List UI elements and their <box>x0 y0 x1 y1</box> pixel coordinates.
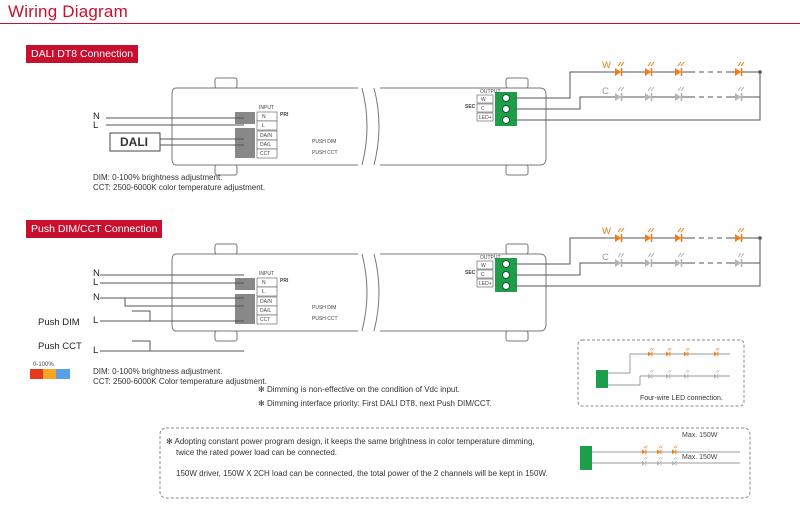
dali-pri-dal: DA/L <box>260 142 272 148</box>
power-note-line1: ✻ Adopting constant power program design… <box>166 437 535 446</box>
dali-box <box>109 132 161 152</box>
push-sec-label: SEC <box>465 270 476 276</box>
push-input-n: N <box>93 268 100 279</box>
dali-pri-label: PRI <box>280 112 289 118</box>
push-cct-label: Push CCT <box>38 341 82 352</box>
power-note-line1-text: Adopting constant power program design, … <box>174 437 535 446</box>
push-pri-dan: DA/N <box>260 299 272 305</box>
inset-caption: Four-wire LED connection. <box>640 395 723 402</box>
power-note-line3: 150W driver, 150W X 2CH load can be conn… <box>176 469 548 478</box>
dali-sec-led: LED+ <box>479 115 492 121</box>
push-pri-header: INPUT <box>259 271 274 277</box>
push-dim-label: Push DIM <box>38 317 80 328</box>
color-scale <box>30 369 70 379</box>
push-cct-line: L <box>93 345 99 356</box>
dali-note-dim: DIM: 0-100% brightness adjustment. <box>93 173 223 182</box>
dali-pri-dan: DA/N <box>260 133 272 139</box>
dali-pri-header: INPUT <box>259 105 274 111</box>
dali-sec-header: OUTPUT <box>480 89 501 95</box>
dali-input-l: L <box>93 120 99 131</box>
push-note-dim: DIM: 0-100% brightness adjustment. <box>93 367 223 376</box>
push-sec-w: W <box>481 263 486 269</box>
push-input-wires <box>100 274 244 352</box>
dali-warm-label: W <box>602 60 611 71</box>
dali-pri-cct: CCT <box>260 151 271 157</box>
push-note-cct: CCT: 2500-6000K Color temperature adjust… <box>93 377 267 386</box>
footnote-priority: ✻ Dimming interface priority: First DALI… <box>258 399 492 408</box>
dali-output-wires <box>514 71 761 121</box>
max-label-1: Max. 150W <box>682 432 718 439</box>
push-push-dim-label: PUSH DIM <box>312 305 337 311</box>
dali-section-tag: DALI DT8 Connection <box>26 45 139 63</box>
push-pri-n: N <box>262 280 266 286</box>
dali-push-cct-label: PUSH CCT <box>312 150 338 156</box>
push-pri-label: PRI <box>280 278 289 284</box>
push-input-n2: N <box>93 292 100 303</box>
push-sec-c: C <box>481 272 485 278</box>
dali-push-dim-label: PUSH DIM <box>312 139 337 145</box>
push-pri-dal: DA/L <box>260 308 272 314</box>
footnote-vdc-text: Dimming is non-effective on the conditio… <box>266 385 460 394</box>
dali-input-n: N <box>93 111 100 122</box>
dali-pri-n: N <box>262 114 266 120</box>
push-output-wires <box>514 237 761 287</box>
scale-label: 0-100% <box>33 362 54 368</box>
push-input-l: L <box>93 277 99 288</box>
push-cool-label: C <box>602 252 609 263</box>
push-pri-l: L <box>262 289 265 295</box>
dali-sec-w: W <box>481 97 486 103</box>
dali-sec-label: SEC <box>465 104 476 110</box>
push-push-cct-label: PUSH CCT <box>312 316 338 322</box>
push-sec-header: OUTPUT <box>480 255 501 261</box>
dali-pri-l: L <box>262 123 265 129</box>
dali-cool-label: C <box>602 86 609 97</box>
power-note-line2: twice the rated power load can be connec… <box>176 448 337 457</box>
inset-box <box>577 339 745 407</box>
page-title: Wiring Diagram <box>8 2 128 21</box>
push-pri-cct: CCT <box>260 317 271 323</box>
dali-box-label: DALI <box>120 135 148 149</box>
push-section-tag: Push DIM/CCT Connection <box>26 220 163 238</box>
dali-note-cct: CCT: 2500-6000K color temperature adjust… <box>93 183 266 192</box>
push-dim-line: L <box>93 315 99 326</box>
footnote-priority-text: Dimming interface priority: First DALI D… <box>266 399 492 408</box>
push-warm-label: W <box>602 226 611 237</box>
dali-sec-c: C <box>481 106 485 112</box>
push-sec-led: LED+ <box>479 281 492 287</box>
power-note-box <box>159 427 751 499</box>
title-rule <box>0 23 800 24</box>
max-label-2: Max. 150W <box>682 454 718 461</box>
footnote-vdc: ✻ Dimming is non-effective on the condit… <box>258 385 460 394</box>
dali-input-wires <box>106 117 244 146</box>
